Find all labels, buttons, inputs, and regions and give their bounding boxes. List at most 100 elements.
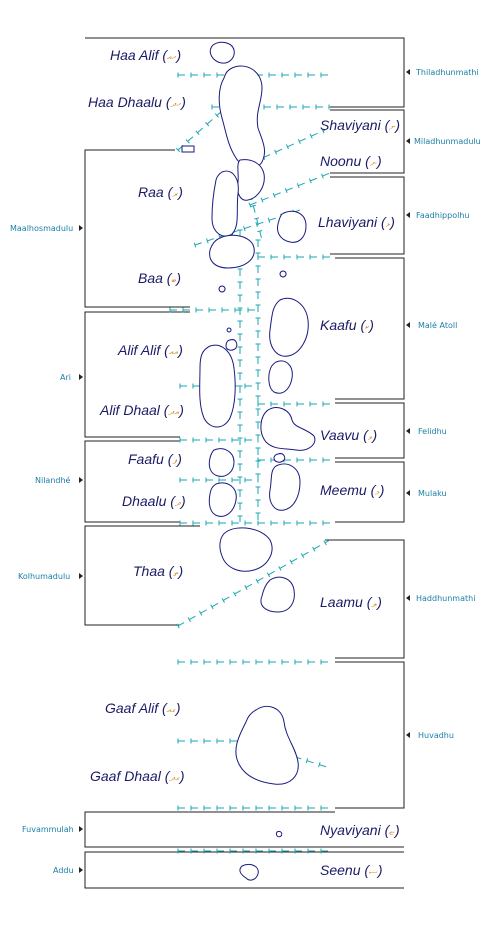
region-label-huvadhu: Huvadhu xyxy=(418,731,454,740)
reef-tick xyxy=(221,597,225,603)
atoll-huvadhu-shape xyxy=(235,706,299,785)
region-brackets xyxy=(84,37,405,889)
region-label-nilandhe: Nilandhé xyxy=(35,475,71,485)
atoll-label-haa-alif: Haa Alif (ހއ) xyxy=(110,47,181,63)
reef-tick xyxy=(248,202,252,208)
atoll-label-lhaviyani: Lhaviyani (ޅ) xyxy=(318,214,395,230)
atoll-label-alif-dhaal: Alif Dhaal (އދ) xyxy=(99,402,184,418)
left-arrows xyxy=(79,225,83,873)
region-label-haddhunmathi: Haddhunmathi xyxy=(416,594,475,603)
reef-tick xyxy=(244,585,248,591)
reef-tick xyxy=(205,121,210,127)
atoll-label-thaa: Thaa (ތ) xyxy=(133,563,183,579)
atoll-labels: Haa Alif (ހއ) Haa Dhaalu (ހދ) Shaviyani … xyxy=(88,47,400,878)
atoll-fuvammulah-shape xyxy=(276,831,283,838)
reef-tick xyxy=(289,559,293,565)
region-label-mulaku: Mulaku xyxy=(418,489,447,498)
reef-tick xyxy=(305,758,309,764)
region-label-miladhunmadulu: Miladhunmadulu xyxy=(414,137,481,146)
region-labels-left: Maalhosmadulu Ari Nilandhé Kolhumadulu F… xyxy=(10,224,74,875)
atoll-haa-dhaalu-shape xyxy=(218,65,265,169)
reef-tick xyxy=(198,610,203,616)
atoll-small-2 xyxy=(218,285,226,293)
region-label-maalhosmadulu: Maalhosmadulu xyxy=(10,224,73,233)
region-label-ari: Ari xyxy=(60,373,71,382)
reef-tick xyxy=(195,130,200,135)
reef-tick xyxy=(284,188,288,194)
reef-tick xyxy=(210,604,214,610)
atoll-vaavu-shape xyxy=(260,407,316,451)
reef-tick xyxy=(206,238,209,244)
atoll-thaa-shape xyxy=(219,527,273,572)
atoll-shaviyani-shape xyxy=(181,145,195,153)
reef-tick xyxy=(254,217,260,220)
reef-tick xyxy=(255,221,258,227)
region-label-kolhumadulu: Kolhumadulu xyxy=(18,572,70,581)
reef-tick xyxy=(214,113,219,118)
region-labels-right: Thiladhunmathi Miladhunmadulu Faadhippol… xyxy=(414,68,481,740)
right-arrows xyxy=(406,69,410,738)
atoll-lhaviyani-shape xyxy=(277,210,307,243)
atoll-small-1 xyxy=(279,270,287,278)
atoll-kaafu-south-shape xyxy=(268,360,293,394)
atoll-meemu-shape xyxy=(269,463,301,511)
atoll-small-3 xyxy=(226,327,232,333)
reef-tick xyxy=(185,139,190,144)
atoll-small-4 xyxy=(225,339,238,351)
reef-tick xyxy=(257,229,263,233)
atoll-label-gaaf-alif: Gaaf Alif (ގއ) xyxy=(105,700,181,716)
atoll-laamu-shape xyxy=(260,576,295,613)
region-label-thiladhunmathi: Thiladhunmathi xyxy=(415,68,479,77)
reef-tick xyxy=(296,183,300,189)
atoll-label-vaavu: Vaavu (ވ) xyxy=(320,427,377,443)
atoll-label-alif-alif: Alif Alif (އއ) xyxy=(117,342,183,358)
reef-tick xyxy=(255,578,259,584)
atoll-label-gaaf-dhaal: Gaaf Dhaal (ގދ) xyxy=(90,768,185,784)
reef-tick xyxy=(266,572,271,578)
reef-tick xyxy=(309,133,313,139)
reef-tick xyxy=(232,591,237,597)
reef-tick xyxy=(187,617,191,623)
atoll-label-kaafu: Kaafu (ކ) xyxy=(320,317,374,333)
atoll-label-dhaalu: Dhaalu (ދ) xyxy=(122,493,186,509)
reef-tick xyxy=(318,762,321,768)
atoll-kaafu-shape xyxy=(269,297,309,357)
reef-tick xyxy=(321,173,324,179)
reef-tick xyxy=(267,217,271,223)
region-label-male-atoll: Malé Atoll xyxy=(418,320,457,330)
atoll-noonu-shape xyxy=(237,159,265,201)
atoll-label-noonu: Noonu (ނ) xyxy=(320,153,382,169)
region-label-addu: Addu xyxy=(53,866,74,875)
atoll-label-nyaviyani: Nyaviyani (ޏ) xyxy=(320,822,400,838)
atoll-dhaalu-shape xyxy=(208,482,237,517)
atoll-shapes xyxy=(181,41,316,881)
atoll-label-raa: Raa (ރ) xyxy=(138,184,183,200)
reef-tick xyxy=(300,553,305,559)
atoll-addu-shape xyxy=(239,863,259,881)
reef-tick xyxy=(312,546,316,552)
reef-tick xyxy=(176,623,180,629)
region-label-fuvammulah: Fuvammulah xyxy=(22,825,74,834)
atoll-label-meemu: Meemu (މ) xyxy=(320,482,384,498)
reef-tick xyxy=(297,138,301,144)
reef-tick xyxy=(272,192,276,198)
atoll-label-faafu: Faafu (ފ) xyxy=(128,451,182,467)
reef-tick xyxy=(278,565,282,571)
atoll-alif-shape xyxy=(199,344,236,428)
reef-tick xyxy=(308,178,312,184)
atoll-label-shaviyani: Shaviyani (ށ) xyxy=(320,117,400,133)
reef-tick xyxy=(285,144,289,150)
atoll-haa-alif-shape xyxy=(209,41,235,64)
atoll-label-seenu: Seenu (ސ) xyxy=(320,862,383,878)
atoll-faafu-shape xyxy=(208,448,235,477)
atoll-label-baa: Baa (ބ) xyxy=(138,270,181,286)
reef-tick xyxy=(175,147,181,153)
atoll-baa-shape xyxy=(209,234,255,269)
region-label-felidhu: Felidhu xyxy=(418,427,447,436)
atoll-small-5 xyxy=(273,453,286,463)
region-label-faadhippolhu: Faadhippolhu xyxy=(416,211,469,220)
atoll-raa-shape xyxy=(211,170,239,237)
reef-tick xyxy=(260,197,264,203)
atoll-label-haa-dhaalu: Haa Dhaalu (ހދ) xyxy=(88,94,186,110)
